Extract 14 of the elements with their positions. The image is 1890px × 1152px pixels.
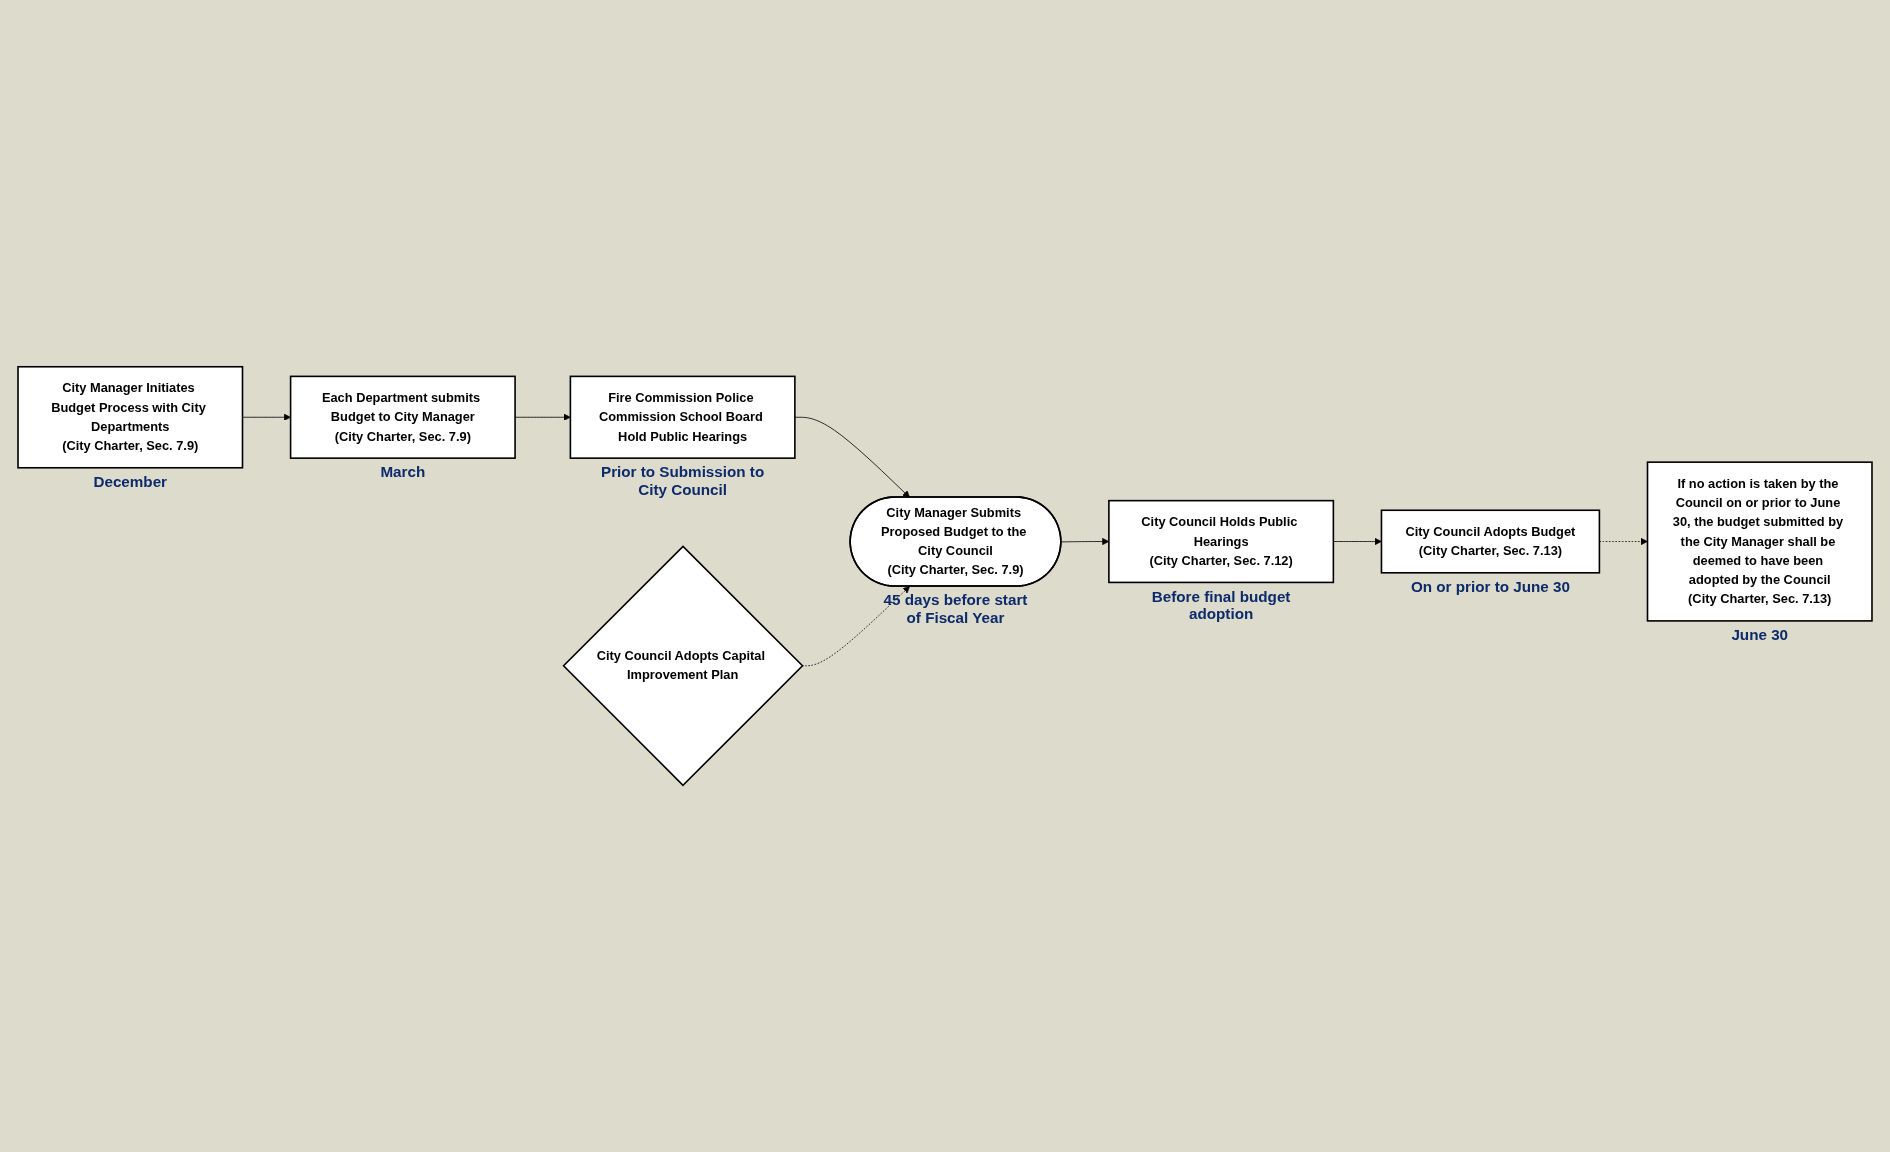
timing-note: June 30 bbox=[1731, 626, 1789, 644]
timing-note: 45 days before start of Fiscal Year bbox=[883, 591, 1028, 626]
node-box: City Council Holds Public Hearings (City Charter, Sec. 7.12) bbox=[1108, 499, 1335, 584]
node-box: Fire Commission Police Commission School Board Hold Public Hearings bbox=[569, 375, 796, 459]
node-box: City Council Adopts Budget (City Charter, Sec. 7.13) bbox=[1380, 509, 1601, 574]
timing-note: On or prior to June 30 bbox=[1410, 578, 1570, 596]
timing-note: Before final budget adoption bbox=[1151, 587, 1291, 623]
node-box: Each Department submits Budget to City Manager (City Charter, Sec. 7.9) bbox=[289, 375, 516, 459]
node-box: If no action is taken by the Council on or prior to June 30, the budget submitted by the City Manager shall be deemed to have been adopted by the Council (City Charter, Sec. 7.13) bbox=[1646, 461, 1873, 622]
timing-note: March bbox=[380, 463, 426, 481]
node-diamond: City Council Adopts Capital Improvement Plan bbox=[562, 545, 804, 787]
timing-note: December bbox=[93, 473, 168, 490]
node-box: City Manager Initiates Budget Process with City Departments (City Charter, Sec. 7.9) bbox=[17, 365, 244, 469]
timing-note: Prior to Submission to City Council bbox=[601, 463, 765, 499]
